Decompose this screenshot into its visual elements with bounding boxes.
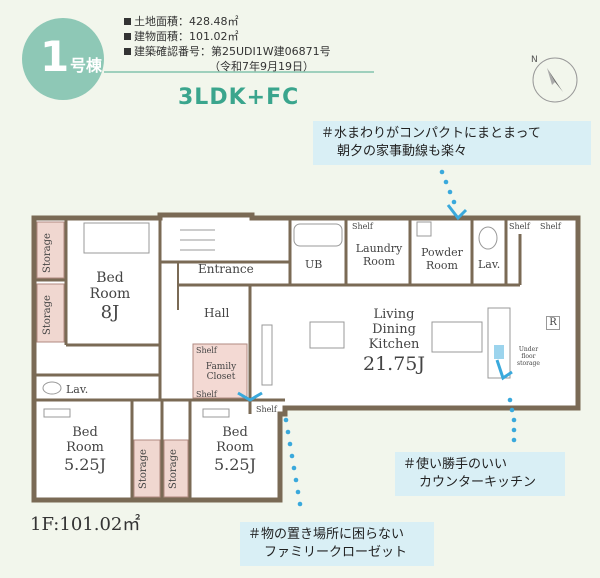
storage-2 xyxy=(36,283,65,343)
toilet-2 xyxy=(42,381,62,395)
building-unit: 号棟 xyxy=(70,56,103,75)
spec-building-area: 建物面積：101.02㎡ xyxy=(124,29,331,44)
sink xyxy=(416,221,432,237)
tv-board xyxy=(261,324,273,386)
storage-4 xyxy=(163,439,189,498)
storage-1 xyxy=(36,221,65,279)
leader-dots xyxy=(283,169,517,507)
spec-list: 土地面積：428.48㎡ 建物面積：101.02㎡ 建築確認番号：第25UDI1… xyxy=(124,14,331,74)
callout-closet: ＃物の置き場所に困らない ファミリークローゼット xyxy=(240,522,434,566)
plan-type: 3LDK+FC xyxy=(178,85,300,110)
kitchen-counter xyxy=(487,307,511,379)
storage-label-1: Storage xyxy=(42,233,53,273)
building-number: 1 xyxy=(40,32,70,81)
header-divider xyxy=(104,71,374,73)
lav-label-1: Lav. xyxy=(478,258,501,271)
dining-table xyxy=(431,321,483,353)
storage-label-2: Storage xyxy=(42,295,53,335)
shelf-label-2: Shelf xyxy=(196,390,217,399)
bed-3-headboard xyxy=(202,408,230,418)
spec-permit-date: （令和7年9月19日） xyxy=(209,60,314,73)
hall-label: Hall xyxy=(204,306,230,320)
shelf-label-4: Shelf xyxy=(509,222,530,231)
bed-2-headboard xyxy=(43,408,71,418)
refrigerator-mark: R xyxy=(546,316,560,330)
shelf-label-5: Shelf xyxy=(540,222,561,231)
bed-1-outline xyxy=(83,222,150,254)
compass-icon: N xyxy=(531,55,578,103)
spec-permit-number: 建築確認番号：第25UDI1W建06871号 xyxy=(124,44,331,59)
sofa xyxy=(309,321,345,349)
entrance-label: Entrance xyxy=(198,262,254,276)
kitchen-sink xyxy=(494,345,504,359)
callout-kitchen: ＃使い勝手のいい カウンターキッチン xyxy=(395,452,565,496)
spec-land-area: 土地面積：428.48㎡ xyxy=(124,14,331,29)
lav-label-2: Lav. xyxy=(66,383,89,396)
ub-label: UB xyxy=(305,258,323,271)
bathtub xyxy=(293,223,343,247)
shelf-label-1: Shelf xyxy=(196,346,217,355)
family-closet xyxy=(192,343,248,399)
storage-label-3: Storage xyxy=(138,449,149,489)
shelf-label-3: Shelf xyxy=(352,222,373,231)
toilet xyxy=(478,226,498,250)
callout-water: ＃水まわりがコンパクトにまとまって 朝夕の家事動線も楽々 xyxy=(313,121,591,165)
floor-area: 1F:101.02㎡ xyxy=(30,514,141,535)
storage-3 xyxy=(133,439,161,498)
storage-label-4: Storage xyxy=(168,449,179,489)
shelf-label-6: Shelf xyxy=(256,405,277,414)
compass-north-label: N xyxy=(531,55,538,65)
building-number-badge: 1 号棟 xyxy=(22,18,104,100)
